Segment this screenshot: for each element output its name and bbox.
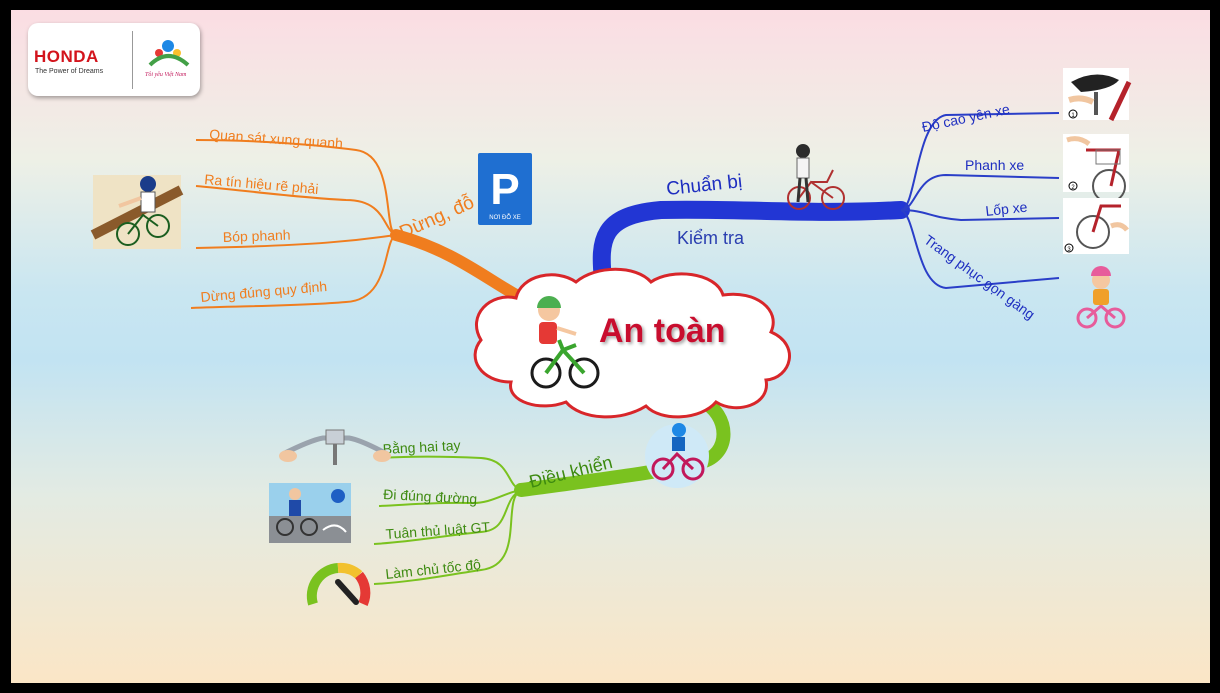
item-dung-dung-quy-dinh: Dừng đúng quy định	[200, 278, 328, 305]
cyclist-signaling-icon	[90, 175, 184, 249]
item-do-cao-yen-xe: Độ cao yên xe	[920, 101, 1011, 135]
girl-with-bicycle-icon	[787, 144, 845, 210]
parking-sign-icon: P NƠI ĐỖ XE	[478, 153, 532, 225]
item-tuan-thu-luat-gt: Tuân thủ luật GT	[385, 519, 491, 542]
center-title: An toàn	[599, 312, 726, 350]
seat-height-icon: 1	[1063, 68, 1132, 122]
branch-dung-do: Dừng, đỗ Quan sát xung quanh Ra tín hiệu…	[190, 126, 522, 309]
step-number-1: 1	[1071, 113, 1075, 119]
logo-card: HONDA The Power of Dreams Tôi yêu Việt N…	[28, 23, 200, 96]
honda-logo: HONDA	[34, 47, 99, 66]
center-cyclist-icon	[530, 296, 600, 389]
cyclist-badge-icon	[645, 423, 709, 488]
branch-dung-do-title: Dừng, đỗ	[396, 191, 477, 243]
item-phanh-xe: Phanh xe	[965, 157, 1024, 173]
tyvn-logo-icon	[148, 40, 190, 67]
branch-chuan-bi-title: Chuẩn bị	[665, 171, 743, 200]
item-quan-sat-xung-quanh: Quan sát xung quanh	[209, 126, 344, 151]
mind-map: Chuẩn bị Kiểm tra Độ cao yên xe Phanh xe…	[90, 68, 1132, 607]
correct-lane-icon	[269, 483, 351, 543]
item-lop-xe: Lốp xe	[985, 199, 1029, 219]
item-trang-phuc-gon-gang: Trang phục gọn gàng	[921, 231, 1038, 322]
canvas: HONDA The Power of Dreams Tôi yêu Việt N…	[11, 10, 1210, 683]
parking-sign-caption: NƠI ĐỖ XE	[489, 214, 520, 221]
item-bop-phanh: Bóp phanh	[223, 227, 291, 245]
tire-check-icon: 3	[1063, 198, 1129, 254]
step-number-3: 3	[1067, 247, 1071, 253]
branch-chuan-bi-subtitle: Kiểm tra	[677, 228, 745, 248]
center-node: An toàn	[473, 267, 791, 419]
logo-divider	[132, 31, 133, 89]
branch-chuan-bi-stem	[592, 200, 910, 289]
speedometer-icon	[306, 562, 371, 607]
honda-tagline: The Power of Dreams	[35, 68, 104, 75]
step-number-2: 2	[1071, 185, 1075, 191]
brake-check-icon: 2	[1063, 134, 1129, 203]
branch-dung-do-stem	[390, 229, 522, 301]
girl-outfit-icon	[1076, 266, 1126, 329]
handlebar-icon	[279, 429, 391, 465]
item-di-dung-duong: Đi đúng đường	[383, 486, 478, 507]
tyvn-logo-text: Tôi yêu Việt Nam	[145, 72, 187, 78]
parking-sign-letter: P	[490, 165, 519, 214]
item-bang-hai-tay: Bằng hai tay	[382, 437, 461, 457]
